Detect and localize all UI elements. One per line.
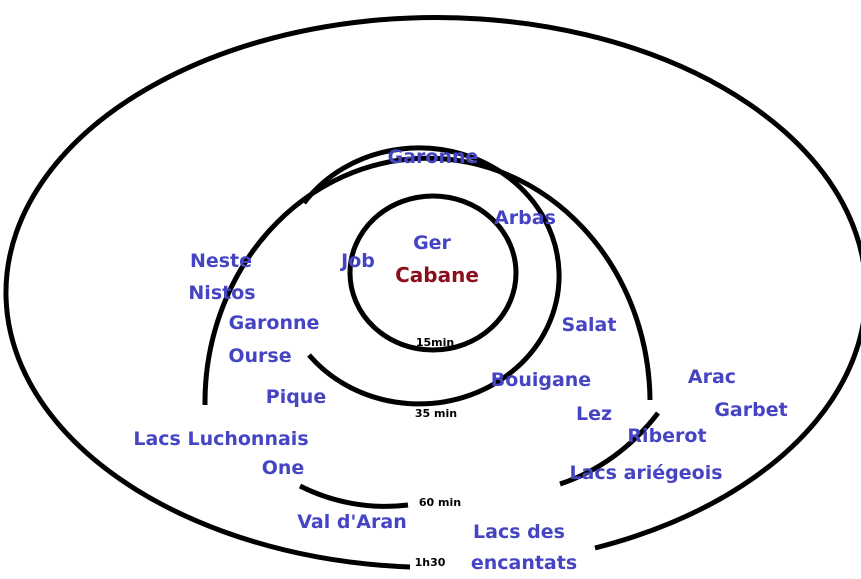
- center-label-cabane: Cabane: [395, 263, 479, 287]
- label-arbas: Arbas: [494, 207, 556, 229]
- label-salat: Salat: [562, 314, 617, 336]
- center-label-ger: Ger: [413, 232, 451, 254]
- label-one: One: [262, 457, 305, 479]
- label-ourse: Ourse: [228, 345, 291, 367]
- label-garonne-60: Garonne: [229, 312, 320, 334]
- ring-15min: [347, 193, 519, 353]
- time-label-1h30: 1h30: [415, 556, 446, 569]
- label-bouigane: Bouigane: [491, 369, 591, 391]
- label-pique: Pique: [266, 386, 326, 408]
- label-garbet: Garbet: [714, 399, 787, 421]
- time-label-60min: 60 min: [419, 496, 461, 509]
- ring-35min: [302, 145, 562, 407]
- ring-60min: [202, 155, 660, 509]
- time-label-15min: 15min: [416, 336, 454, 349]
- label-lacs-ariegeois: Lacs ariégeois: [569, 462, 722, 484]
- label-lacs-des: Lacs des: [473, 521, 565, 543]
- ring-1h30: [3, 15, 861, 570]
- label-riberot: Riberot: [627, 425, 706, 447]
- label-job: Job: [339, 250, 375, 272]
- label-neste: Neste: [190, 250, 252, 272]
- label-val-daran: Val d'Aran: [297, 511, 406, 533]
- label-garonne-35: Garonne: [388, 146, 479, 168]
- label-encantats: encantats: [471, 552, 577, 574]
- label-lacs-luchonnais: Lacs Luchonnais: [133, 428, 308, 450]
- label-arac: Arac: [688, 366, 736, 388]
- label-nistos: Nistos: [188, 282, 255, 304]
- label-lez: Lez: [576, 403, 612, 425]
- time-label-35min: 35 min: [415, 407, 457, 420]
